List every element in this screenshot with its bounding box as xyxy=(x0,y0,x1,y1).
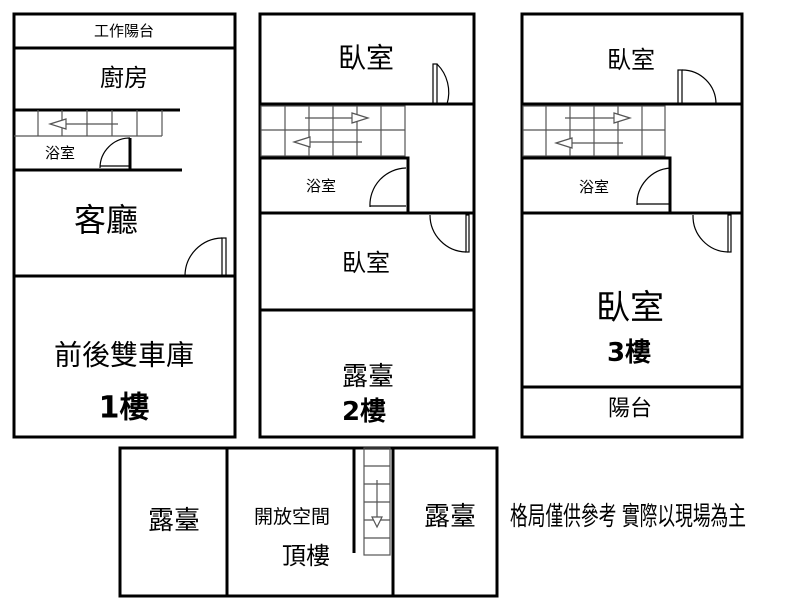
room-label-living-room: 客廳 xyxy=(74,201,138,239)
stairs-icon xyxy=(37,110,163,136)
floor-1-plan: 工作陽台 廚房 浴室 客廳 前後雙車庫 1樓 xyxy=(12,12,237,439)
floor-label-2: 2樓 xyxy=(342,396,386,427)
door-icon xyxy=(636,167,671,206)
room-label-bathroom: 浴室 xyxy=(306,177,336,195)
room-label-bedroom: 臥室 xyxy=(338,42,394,75)
disclaimer-note: 格局僅供參考 實際以現場為主 xyxy=(510,502,746,532)
stairs-icon xyxy=(363,447,391,556)
room-label-work-balcony: 工作陽台 xyxy=(94,22,154,40)
room-label-bathroom: 浴室 xyxy=(579,178,609,196)
door-icon xyxy=(184,237,227,277)
door-icon xyxy=(692,214,732,253)
stairs-icon xyxy=(260,105,406,157)
room-label-terrace: 露臺 xyxy=(424,502,476,532)
door-icon xyxy=(432,63,450,105)
floor-3-plan: 臥室 浴室 臥室 3樓 陽台 xyxy=(520,12,744,439)
room-label-bathroom: 浴室 xyxy=(45,144,75,162)
room-label-bedroom: 臥室 xyxy=(607,46,655,74)
room-label-terrace: 露臺 xyxy=(342,362,394,392)
room-label-master-bedroom: 臥室 xyxy=(596,288,664,328)
room-label-bedroom: 臥室 xyxy=(342,249,390,277)
room-label-garage: 前後雙車庫 xyxy=(54,339,194,372)
room-label-kitchen: 廚房 xyxy=(100,64,148,92)
room-label-balcony: 陽台 xyxy=(608,397,652,422)
door-icon xyxy=(429,214,470,253)
door-icon xyxy=(99,137,132,169)
floor-2-plan: 臥室 浴室 臥室 露臺 2樓 xyxy=(258,12,476,439)
door-icon xyxy=(677,69,717,105)
floor-label-roof: 頂樓 xyxy=(282,542,330,570)
floor-label-3: 3樓 xyxy=(607,337,651,368)
door-icon xyxy=(369,167,407,208)
floor-label-1: 1樓 xyxy=(99,391,150,426)
stairs-icon xyxy=(522,105,666,157)
room-label-terrace: 露臺 xyxy=(148,506,200,536)
room-label-open-space: 開放空間 xyxy=(254,506,330,528)
roof-plan: 露臺 開放空間 頂樓 露臺 xyxy=(118,446,499,598)
